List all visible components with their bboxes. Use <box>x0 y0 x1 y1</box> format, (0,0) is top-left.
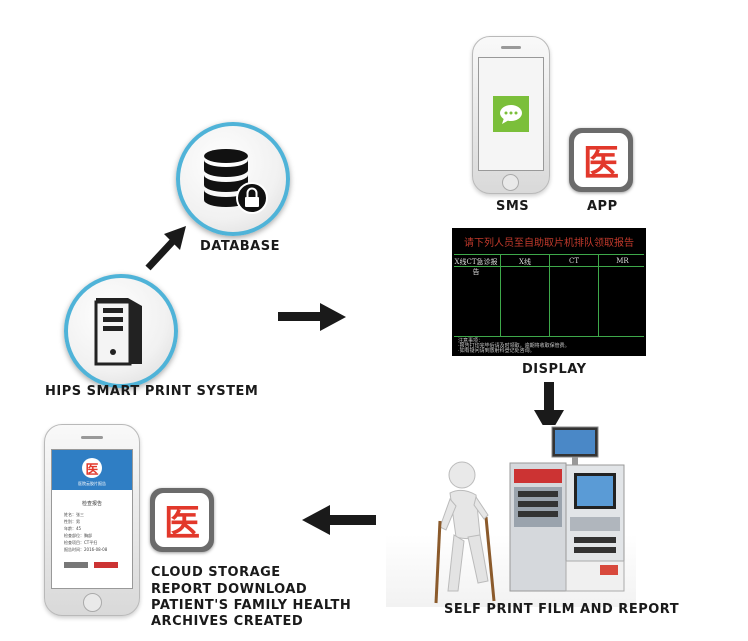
app-label: APP <box>587 199 618 214</box>
phone-screen <box>478 57 544 171</box>
phone-button <box>94 562 118 568</box>
lock-icon <box>236 182 268 214</box>
report-download-label: REPORT DOWNLOAD <box>151 582 308 597</box>
database-icon <box>204 149 268 214</box>
display-column-header: X线CT急诊报告 <box>454 258 498 276</box>
display-title: 请下列人员至自助取片机排队领取报告 <box>464 238 634 249</box>
self-print-label: SELF PRINT FILM AND REPORT <box>444 602 680 617</box>
sms-chat-icon <box>493 96 529 132</box>
phone-row: 检查部位：胸部 <box>64 533 92 538</box>
report-phone: 医 医院云胶片报告 检查报告 姓名：张三 性别：男 年龄：45 检查部位：胸部 … <box>44 424 140 616</box>
display-note: ·报告打印完毕后请及时领取，逾期将收取保管费。 <box>458 343 570 349</box>
archives-created-label: ARCHIVES CREATED <box>151 614 304 629</box>
display-column-header: CT <box>568 257 580 265</box>
server-tower-icon <box>94 298 142 366</box>
display-column-header: MR <box>616 257 629 265</box>
phone-row: 姓名：张三 <box>64 512 84 517</box>
arrow-icon <box>302 505 376 535</box>
phone-row: 报告时间：2016-08-08 <box>64 547 108 552</box>
display-label: DISPLAY <box>522 362 587 377</box>
app-logo-icon: 医 <box>150 488 214 552</box>
phone-section-title: 检查报告 <box>81 501 102 507</box>
family-health-label: PATIENT'S FAMILY HEALTH <box>151 598 352 613</box>
phone-screen: 医 医院云胶片报告 检查报告 姓名：张三 性别：男 年龄：45 检查部位：胸部 … <box>51 449 133 589</box>
kiosk-icon <box>509 426 625 592</box>
phone-row: 年龄：45 <box>64 526 82 531</box>
sms-label: SMS <box>496 199 530 214</box>
hips-label: HIPS SMART PRINT SYSTEM <box>45 384 259 399</box>
kiosk-scene <box>386 425 636 607</box>
display-column-header: X线 <box>519 258 531 266</box>
hips-node <box>64 274 178 388</box>
person-with-crutches-icon <box>434 461 496 604</box>
sms-phone <box>472 36 550 194</box>
app-logo-icon: 医 <box>569 128 633 192</box>
arrow-icon <box>534 382 564 436</box>
phone-button <box>64 562 88 568</box>
arrow-icon <box>145 226 186 271</box>
queue-display-screen: 请下列人员至自助取片机排队领取报告 X线CT急诊报告 X线 CT MR 注意事项… <box>452 228 646 356</box>
database-node <box>176 122 290 236</box>
app-logo-icon: 医 <box>82 458 102 478</box>
arrow-icon <box>278 303 346 331</box>
database-label: DATABASE <box>200 239 280 254</box>
display-note: 注意事项： <box>458 338 484 344</box>
display-note: ·如有疑问请到放射科登记处咨询。 <box>458 348 535 354</box>
phone-row: 性别：男 <box>64 519 80 524</box>
phone-row: 检查项目：CT平扫 <box>64 540 98 545</box>
cloud-storage-label: CLOUD STORAGE <box>151 565 281 580</box>
phone-app-header: 医院云胶片报告 <box>78 481 106 486</box>
